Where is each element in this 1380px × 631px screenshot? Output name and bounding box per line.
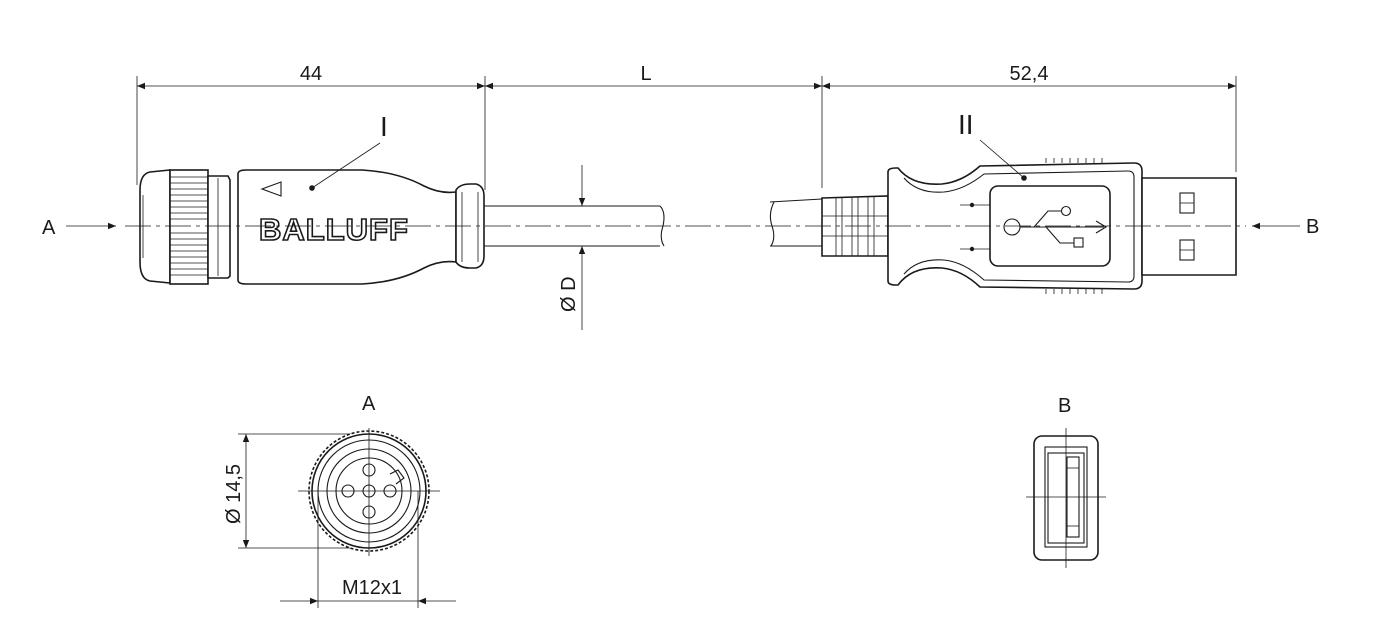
usb-face-view: [1026, 428, 1106, 568]
label-connector-2: II: [958, 109, 974, 140]
usb-connector: [821, 139, 1237, 294]
cable: [484, 165, 823, 330]
usb-trident-icon: [1003, 205, 1108, 248]
dimension-lines-top: [136, 76, 1237, 190]
view-b-marker: B: [1306, 216, 1319, 238]
dim-cable-diameter: Ø D: [558, 276, 580, 312]
dim-connector-diameter: Ø 14,5: [223, 464, 245, 524]
dim-thread: M12x1: [342, 577, 402, 599]
view-a-title: A: [362, 393, 376, 415]
grip-serrations: [1045, 158, 1103, 294]
dim-left-length: 44: [300, 63, 322, 85]
label-connector-1: I: [380, 111, 388, 142]
knurl-lines: [170, 176, 208, 276]
view-b-title: B: [1058, 395, 1071, 417]
dim-cable-length: L: [640, 63, 651, 85]
dim-right-length: 52,4: [1010, 63, 1049, 85]
m12-face-view: [238, 428, 456, 608]
m12-connector: BALLUFF: [139, 142, 485, 285]
view-a-marker: A: [42, 217, 56, 239]
triangle-marker-icon: [260, 181, 282, 197]
brand-logo: BALLUFF: [259, 212, 409, 247]
